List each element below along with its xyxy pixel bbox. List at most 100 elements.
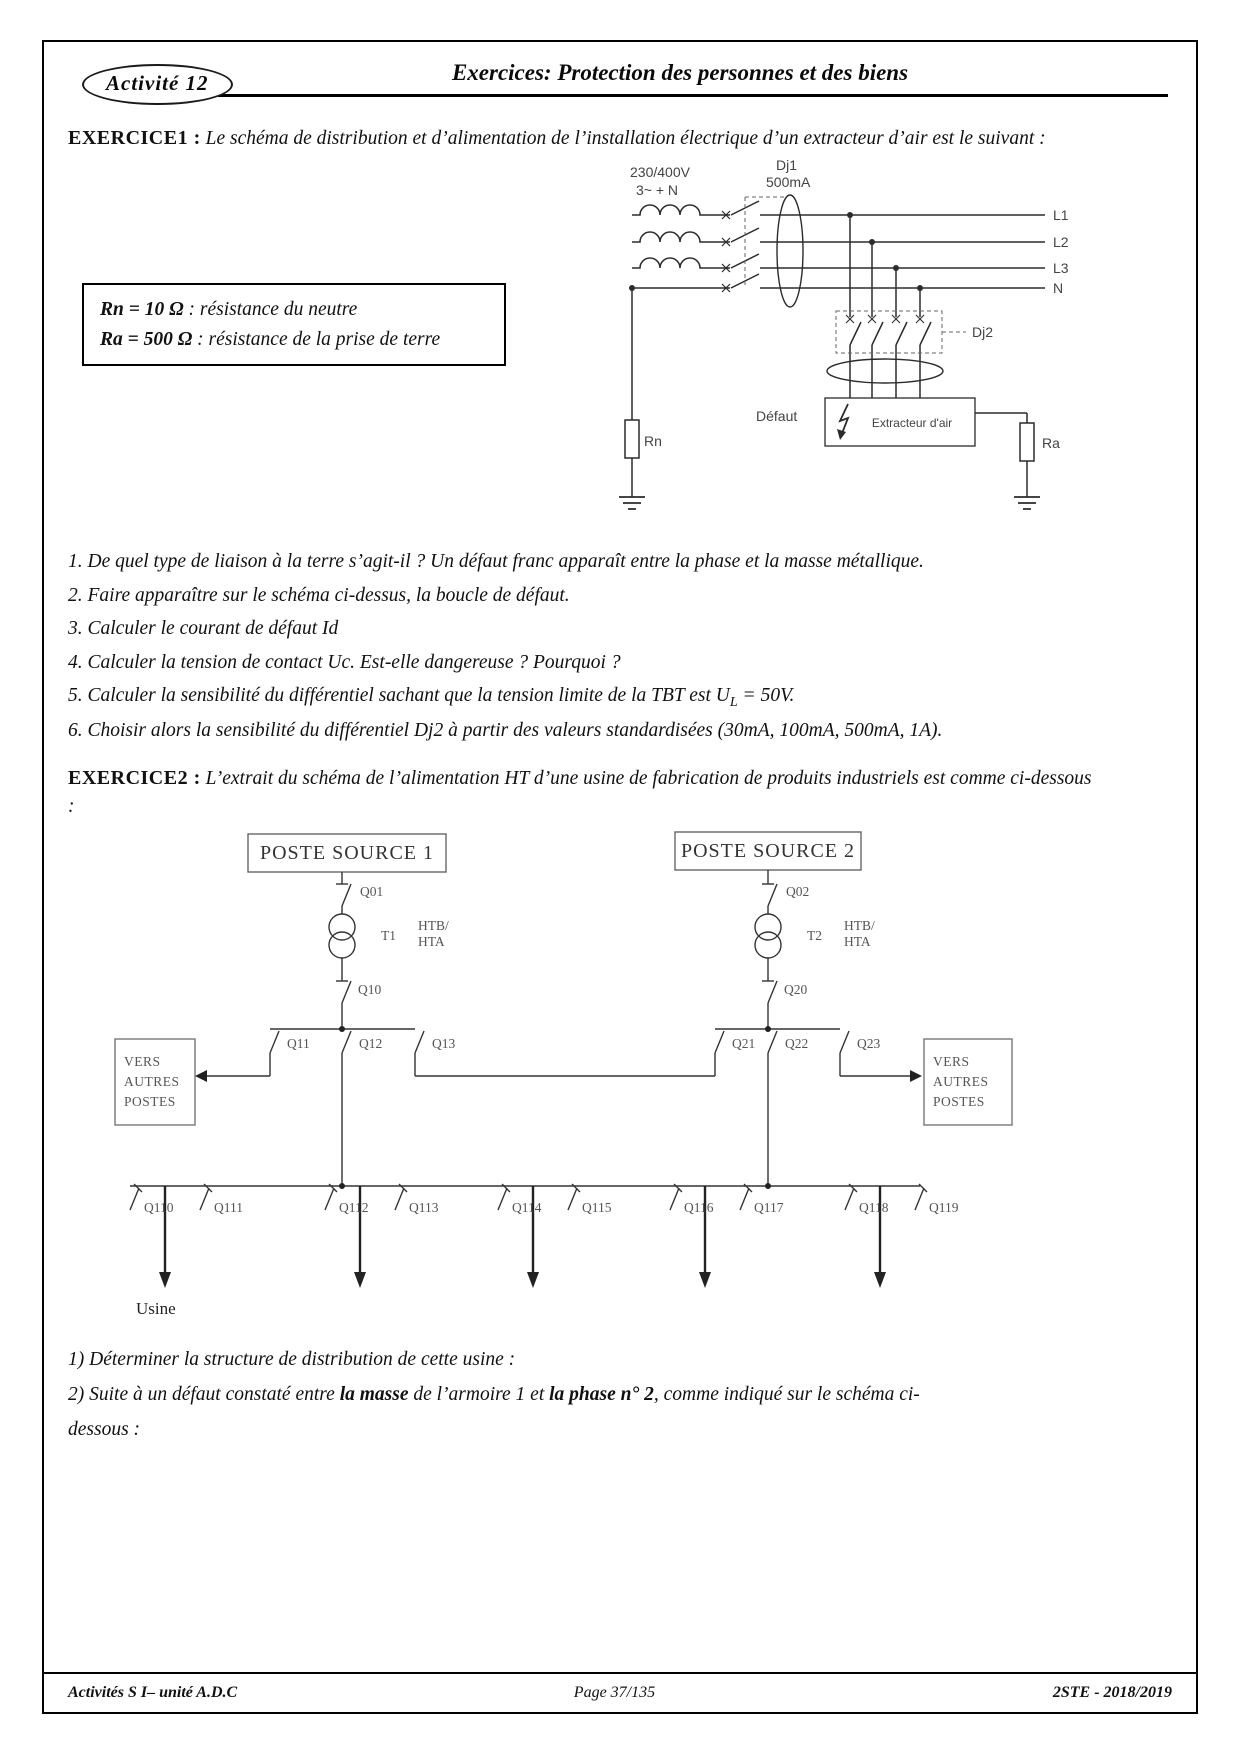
load-feeders bbox=[849, 215, 932, 399]
svg-text:Q117: Q117 bbox=[754, 1200, 784, 1215]
exercise1-label: EXERCICE1 : bbox=[68, 127, 201, 149]
footer: Activités S I– unité A.D.C Page 37/135 2… bbox=[44, 1672, 1196, 1712]
bold-la-phase: la phase n° 2 bbox=[549, 1383, 654, 1405]
page: Activité 12 Exercices: Protection des pe… bbox=[42, 40, 1198, 1714]
q10-label: Q10 bbox=[358, 982, 381, 997]
question-6: 6. Choisir alors la sensibilité du diffé… bbox=[68, 720, 943, 742]
svg-text:AUTRES: AUTRES bbox=[933, 1074, 989, 1089]
footer-unit: Activités S I– unité A.D.C bbox=[68, 1684, 238, 1701]
vers-autres-postes-left: VERS AUTRES POSTES bbox=[124, 1054, 179, 1109]
usine-label: Usine bbox=[136, 1299, 176, 1318]
page-title: Exercices: Protection des personnes et d… bbox=[451, 60, 909, 85]
exercise1-questions: 1. De quel type de liaison à la terre s’… bbox=[68, 545, 1172, 748]
q21-label: Q21 bbox=[732, 1036, 755, 1051]
ra-desc: : résistance de la prise de terre bbox=[192, 328, 441, 350]
n-label: N bbox=[1053, 280, 1063, 296]
svg-text:POSTES: POSTES bbox=[933, 1094, 985, 1109]
extractor-label: Extracteur d'air bbox=[872, 416, 952, 430]
header-rule bbox=[218, 94, 1168, 97]
t1-hta-label: HTA bbox=[418, 934, 445, 949]
question-2: 2. Faire apparaître sur le schéma ci-des… bbox=[68, 584, 570, 606]
ra-label: Ra bbox=[1042, 435, 1060, 451]
t2-htb-label: HTB/ bbox=[844, 918, 875, 933]
svg-text:VERS: VERS bbox=[933, 1054, 970, 1069]
ul-subscript: L bbox=[729, 694, 738, 711]
tie-arrowheads bbox=[195, 1069, 922, 1082]
junction-dots bbox=[629, 212, 923, 292]
resistance-info-box: Rn = 10 Ω : résistance du neutre Ra = 50… bbox=[82, 283, 506, 366]
bold-la-masse: la masse bbox=[339, 1383, 409, 1405]
dj1-rating-label: 500mA bbox=[766, 174, 811, 190]
q22-label: Q22 bbox=[785, 1036, 808, 1051]
svg-text:Q113: Q113 bbox=[409, 1200, 439, 1215]
dj1-label: Dj1 bbox=[776, 157, 797, 173]
svg-text:Q112: Q112 bbox=[339, 1200, 369, 1215]
q02-label: Q02 bbox=[786, 884, 809, 899]
ra-branch bbox=[975, 412, 1040, 511]
question-3: 3. Calculer le courant de défaut Id bbox=[68, 618, 339, 640]
svg-text:Q116: Q116 bbox=[684, 1200, 714, 1215]
q12-label: Q12 bbox=[359, 1036, 382, 1051]
q11-label: Q11 bbox=[287, 1036, 310, 1051]
exercise2-label: EXERCICE2 : bbox=[68, 766, 201, 789]
exercise1-intro-text: Le schéma de distribution et d’alimentat… bbox=[205, 128, 1046, 149]
t1-htb-label: HTB/ bbox=[418, 918, 449, 933]
svg-text:Q118: Q118 bbox=[859, 1200, 889, 1215]
exercise2-questions: 1) Déterminer la structure de distributi… bbox=[68, 1342, 1172, 1447]
header: Activité 12 Exercices: Protection des pe… bbox=[68, 54, 1172, 112]
activity-badge: Activité 12 bbox=[82, 64, 233, 105]
t1-label: T1 bbox=[381, 928, 396, 943]
ex2-question-2-wrap: dessous : bbox=[68, 1418, 141, 1440]
dj2-label: Dj2 bbox=[972, 324, 993, 340]
footer-page-number: Page 37/135 bbox=[573, 1684, 656, 1701]
t2-hta-label: HTA bbox=[844, 934, 871, 949]
exercise2-intro: EXERCICE2 : L’extrait du schéma de l’ali… bbox=[68, 764, 1098, 822]
footer-year: 2STE - 2018/2019 bbox=[1052, 1684, 1172, 1701]
extractor-circuit-diagram: 230/400V 3~ + N Dj1 500mA L1 L2 L3 N Dj2… bbox=[619, 157, 1069, 511]
svg-text:Q119: Q119 bbox=[929, 1200, 959, 1215]
dj1-linkage bbox=[744, 196, 786, 286]
defaut-label: Défaut bbox=[756, 408, 797, 424]
distribution-lines bbox=[114, 830, 1013, 1187]
q01-label: Q01 bbox=[360, 884, 383, 899]
feeder-arrows bbox=[159, 1185, 886, 1288]
q20-label: Q20 bbox=[784, 982, 807, 997]
node-dots bbox=[339, 1025, 771, 1189]
svg-text:POSTES: POSTES bbox=[124, 1094, 176, 1109]
ex2-question-1: 1) Déterminer la structure de distributi… bbox=[68, 1348, 516, 1370]
q13-label: Q13 bbox=[432, 1036, 455, 1051]
exercise2-intro-text: L’extrait du schéma de l’alimentation HT… bbox=[68, 767, 1092, 818]
dj1-contact-marks bbox=[721, 210, 731, 293]
poste-source-2-label: POSTE SOURCE 2 bbox=[681, 840, 855, 862]
rn-label: Rn bbox=[644, 433, 662, 449]
rn-branch bbox=[619, 288, 645, 511]
dj1-toroid bbox=[776, 194, 804, 308]
source-phases-label: 3~ + N bbox=[636, 182, 678, 198]
svg-text:Q111: Q111 bbox=[214, 1200, 243, 1215]
l2-label: L2 bbox=[1053, 234, 1069, 250]
l1-label: L1 bbox=[1053, 207, 1069, 223]
exercise1-intro: EXERCICE1 : Le schéma de distribution et… bbox=[68, 124, 1098, 153]
rn-info-line: Rn = 10 Ω : résistance du neutre bbox=[100, 295, 488, 324]
ra-value: Ra = 500 Ω bbox=[100, 328, 193, 350]
t2-label: T2 bbox=[807, 928, 822, 943]
svg-text:Q114: Q114 bbox=[512, 1200, 542, 1215]
feeder-switch-labels: Q110 Q111 Q112 Q113 Q114 Q115 Q116 Q117 … bbox=[144, 1200, 959, 1215]
supply-lines bbox=[632, 200, 1045, 290]
svg-text:VERS: VERS bbox=[124, 1054, 161, 1069]
svg-text:Q110: Q110 bbox=[144, 1200, 174, 1215]
dj2-contact-marks bbox=[845, 314, 925, 324]
l3-label: L3 bbox=[1053, 260, 1069, 276]
distribution-diagram: POSTE SOURCE 1 POSTE SOURCE 2 Q01 Q02 T1… bbox=[114, 830, 1013, 1318]
vers-autres-postes-right: VERS AUTRES POSTES bbox=[933, 1054, 989, 1109]
svg-text:Q115: Q115 bbox=[582, 1200, 612, 1215]
dj2-toroid bbox=[826, 358, 944, 384]
extractor-box bbox=[824, 397, 976, 447]
feeder-switch-blades bbox=[129, 1183, 928, 1210]
ex2-question-2: 2) Suite à un défaut constaté entre la m… bbox=[68, 1383, 920, 1440]
poste-source-1-label: POSTE SOURCE 1 bbox=[260, 842, 434, 864]
fault-lightning-icon bbox=[837, 403, 850, 441]
ra-info-line: Ra = 500 Ω : résistance de la prise de t… bbox=[100, 325, 488, 354]
question-5: 5. Calculer la sensibilité du différenti… bbox=[68, 685, 795, 711]
rn-value: Rn = 10 Ω bbox=[100, 299, 184, 321]
